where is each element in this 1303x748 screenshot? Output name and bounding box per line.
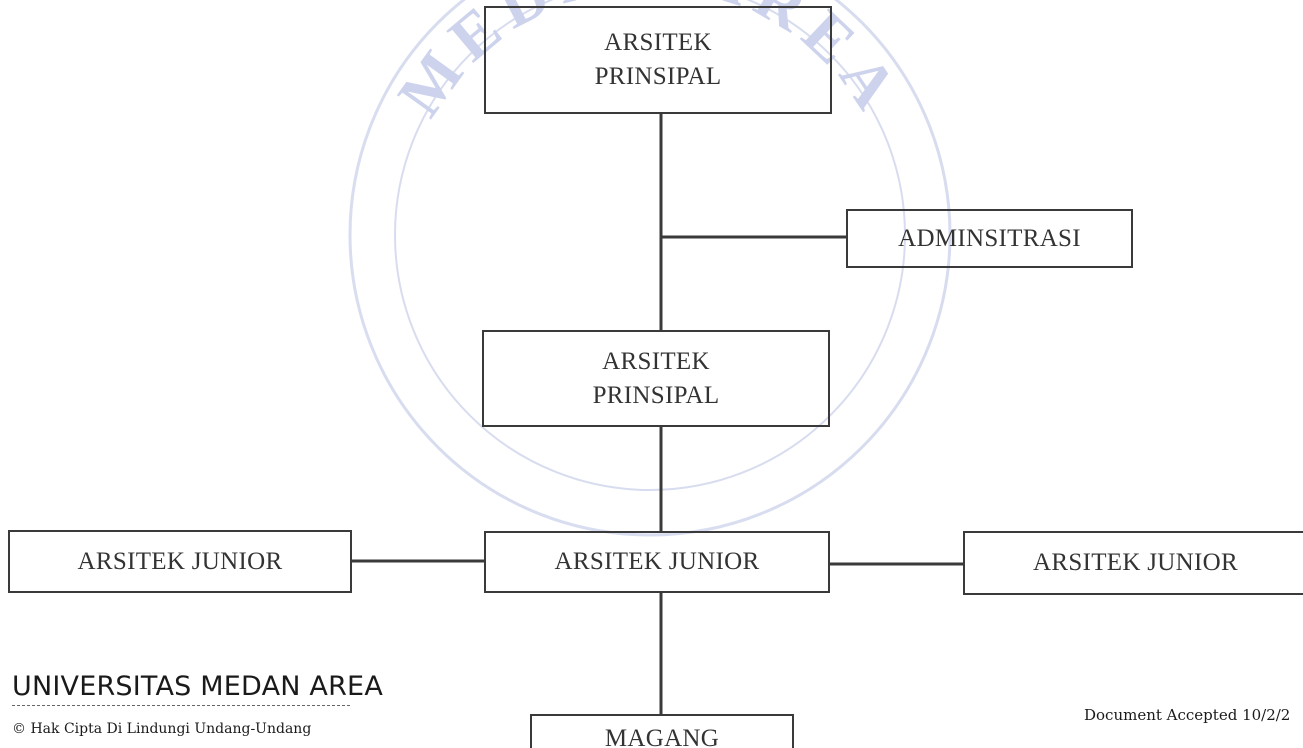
footer-divider: [12, 705, 350, 706]
node-magang: MAGANG: [530, 714, 794, 748]
node-administrasi: ADMINSITRASI: [846, 209, 1133, 268]
node-arsitek-prinsipal-top: ARSITEK PRINSIPAL: [484, 6, 832, 114]
node-arsitek-junior-left: ARSITEK JUNIOR: [8, 530, 352, 593]
node-label: ARSITEK JUNIOR: [77, 547, 283, 575]
node-arsitek-junior-center: ARSITEK JUNIOR: [484, 531, 830, 593]
node-label: MAGANG: [604, 725, 720, 748]
node-label: ARSITEK JUNIOR: [554, 548, 760, 576]
footer-copyright: © Hak Cipta Di Lindungi Undang-Undang: [12, 721, 312, 737]
footer-document-accepted: Document Accepted 10/2/2: [1084, 706, 1291, 724]
node-label: ADMINSITRASI: [898, 224, 1081, 252]
node-arsitek-prinsipal-second: ARSITEK PRINSIPAL: [482, 330, 830, 427]
footer-university-name: UNIVERSITAS MEDAN AREA: [12, 671, 383, 702]
node-label: ARSITEK JUNIOR: [1033, 549, 1238, 577]
node-label: ARSITEK PRINSIPAL: [594, 29, 722, 90]
node-label: ARSITEK PRINSIPAL: [592, 347, 720, 409]
node-arsitek-junior-right: ARSITEK JUNIOR: [963, 531, 1303, 595]
